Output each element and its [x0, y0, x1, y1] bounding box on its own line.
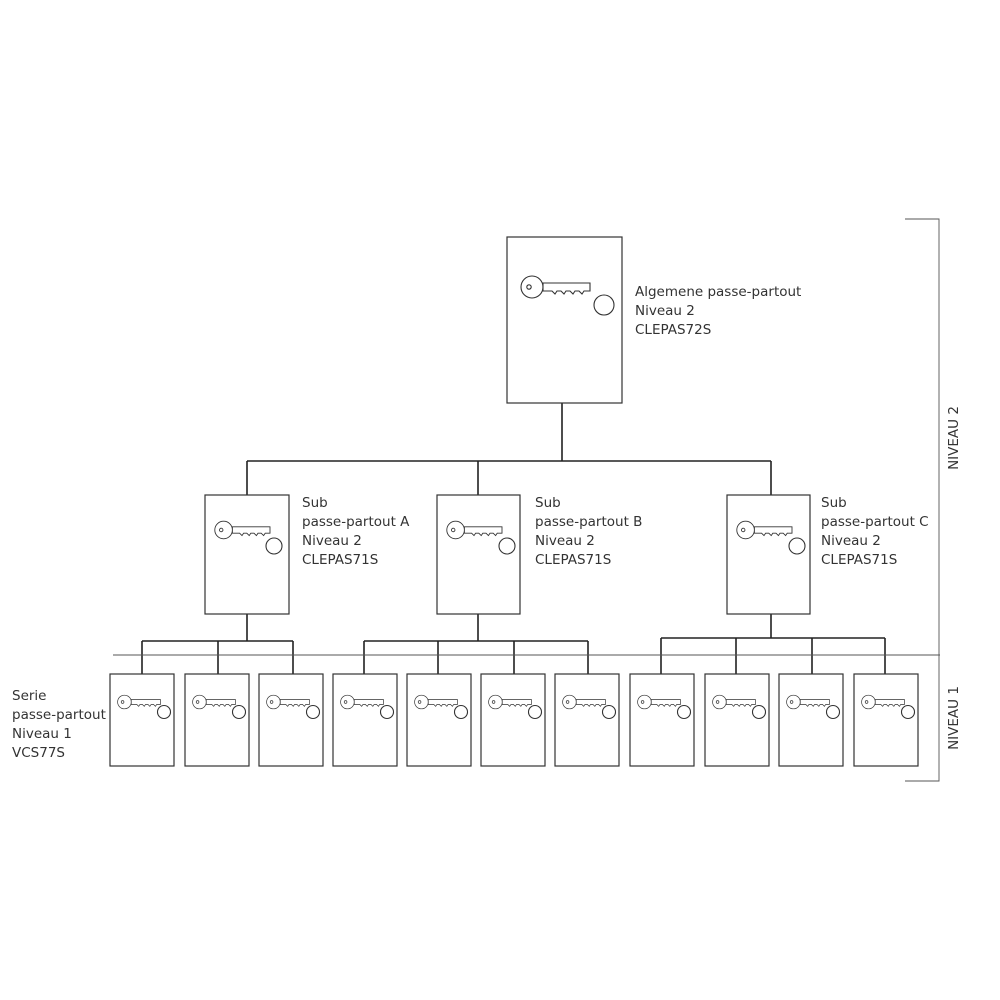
- connectors: [141, 403, 886, 674]
- key-icon: [414, 694, 458, 710]
- general-master-key-box: [506, 236, 623, 404]
- key-icon: [520, 275, 591, 299]
- keyhole-icon: [498, 537, 516, 555]
- keyhole-icon: [527, 704, 543, 720]
- series-key-boxes: [109, 673, 919, 767]
- series-key-box: [332, 673, 398, 767]
- keyhole-icon: [601, 704, 617, 720]
- series-key-box: [554, 673, 620, 767]
- sub-master-key-box-b: [436, 494, 521, 615]
- series-key-box: [258, 673, 324, 767]
- key-icon: [736, 520, 793, 540]
- sub-master-key-box-c: [726, 494, 811, 615]
- keyhole-icon: [156, 704, 172, 720]
- key-icon: [192, 694, 236, 710]
- series-key-box: [406, 673, 472, 767]
- key-icon: [117, 694, 161, 710]
- keyhole-icon: [265, 537, 283, 555]
- keyhole-icon: [453, 704, 469, 720]
- series-key-box: [704, 673, 770, 767]
- keyhole-icon: [231, 704, 247, 720]
- keyhole-icon: [593, 294, 615, 316]
- series-key-box: [480, 673, 546, 767]
- level-brackets: [113, 218, 940, 782]
- key-icon: [712, 694, 756, 710]
- key-icon: [861, 694, 905, 710]
- keyhole-icon: [788, 537, 806, 555]
- keyhole-icon: [751, 704, 767, 720]
- level-label-niveau-1: NIVEAU 1: [946, 686, 962, 750]
- key-icon: [446, 520, 503, 540]
- sub-master-key-label-b: Sub passe-partout B Niveau 2 CLEPAS71S: [535, 495, 647, 568]
- keyhole-icon: [305, 704, 321, 720]
- general-master-key-label: Algemene passe-partout Niveau 2 CLEPAS72…: [635, 284, 806, 338]
- key-icon: [562, 694, 606, 710]
- series-key-box: [109, 673, 175, 767]
- series-key-box: [629, 673, 695, 767]
- keyhole-icon: [900, 704, 916, 720]
- level-bracket: [905, 218, 940, 782]
- keyhole-icon: [379, 704, 395, 720]
- keyhole-icon: [825, 704, 841, 720]
- key-icon: [214, 520, 271, 540]
- keyhole-icon: [676, 704, 692, 720]
- key-icon: [340, 694, 384, 710]
- key-icon: [488, 694, 532, 710]
- level-label-niveau-2: NIVEAU 2: [946, 406, 962, 470]
- sub-master-key-label-a: Sub passe-partout A Niveau 2 CLEPAS71S: [302, 495, 414, 568]
- sub-master-key-box-a: [204, 494, 290, 615]
- series-key-label: Serie passe-partout Niveau 1 VCS77S: [12, 688, 110, 761]
- series-key-box: [853, 673, 919, 767]
- series-key-box: [778, 673, 844, 767]
- key-icon: [637, 694, 681, 710]
- series-key-box: [184, 673, 250, 767]
- key-icon: [266, 694, 310, 710]
- sub-master-key-label-c: Sub passe-partout C Niveau 2 CLEPAS71S: [821, 495, 933, 568]
- key-icon: [786, 694, 830, 710]
